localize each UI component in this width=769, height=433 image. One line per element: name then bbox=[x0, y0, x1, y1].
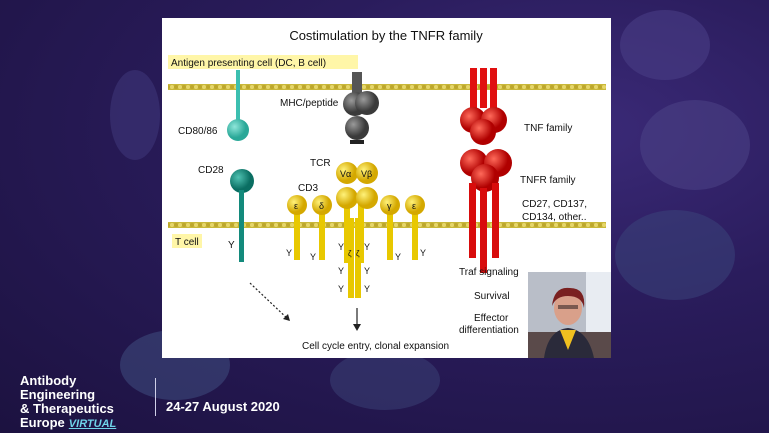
tyrosine-epsilon-right: Y bbox=[420, 248, 426, 258]
dotted-arrow bbox=[249, 282, 291, 322]
cd28-label: CD28 bbox=[198, 165, 224, 176]
tyrosine-zeta-l3: Y bbox=[338, 284, 344, 294]
tnf-ligand bbox=[460, 68, 507, 145]
tnfr-receptor bbox=[460, 149, 512, 273]
zeta-left-label: ζ bbox=[348, 249, 352, 258]
delta-label: δ bbox=[319, 201, 324, 211]
cd3-delta bbox=[312, 195, 332, 260]
event-logo: Antibody Engineering & Therapeutics Euro… bbox=[20, 374, 150, 431]
survival-label: Survival bbox=[474, 291, 510, 302]
mhc-label: MHC/peptide bbox=[280, 98, 339, 109]
background-molecule bbox=[615, 210, 735, 300]
v-beta-label: Vβ bbox=[361, 169, 372, 179]
epsilon-right-label: ε bbox=[412, 201, 416, 211]
event-name-line2: & Therapeutics bbox=[20, 401, 114, 416]
tcr-chains bbox=[336, 162, 378, 298]
cd3-epsilon-left bbox=[287, 195, 307, 260]
tnfr-members-line2: CD134, other.. bbox=[522, 212, 586, 223]
tnfr-members-line1: CD27, CD137, bbox=[522, 199, 587, 210]
cd3-epsilon-right bbox=[405, 195, 425, 260]
slide-title: Costimulation by the TNFR family bbox=[289, 28, 483, 43]
apc-label-bg bbox=[168, 55, 358, 69]
cd28-molecule bbox=[230, 169, 254, 262]
tyrosine-zeta-r2: Y bbox=[364, 266, 370, 276]
event-name-line1: Antibody Engineering bbox=[20, 373, 96, 402]
event-name-line3: Europe bbox=[20, 415, 65, 430]
down-arrow-head bbox=[353, 324, 361, 331]
brand-divider bbox=[155, 378, 156, 416]
tyrosine-zeta-r3: Y bbox=[364, 284, 370, 294]
presentation-slide: Costimulation by the TNFR family Antigen… bbox=[162, 18, 611, 358]
apc-label: Antigen presenting cell (DC, B cell) bbox=[171, 58, 326, 69]
tyrosine-zeta-r1: Y bbox=[364, 242, 370, 252]
cd3-label: CD3 bbox=[298, 183, 318, 194]
tyrosine-epsilon-left: Y bbox=[286, 248, 292, 258]
virtual-badge: VIRTUAL bbox=[68, 418, 117, 430]
gamma-label: γ bbox=[387, 201, 392, 211]
cd28-tyrosine: Y bbox=[228, 240, 235, 251]
background-molecule bbox=[640, 100, 750, 190]
background-molecule bbox=[620, 10, 710, 80]
background-molecule bbox=[330, 350, 440, 410]
presenter-video bbox=[528, 272, 611, 358]
effector-label-line2: differentiation bbox=[459, 325, 519, 336]
tcell-label: T cell bbox=[175, 237, 199, 248]
costimulation-diagram: Costimulation by the TNFR family Antigen… bbox=[168, 28, 606, 352]
tyrosine-delta: Y bbox=[310, 252, 316, 262]
mhc-molecule bbox=[343, 72, 379, 144]
tnfr-label: TNFR family bbox=[520, 175, 576, 186]
cd80-molecule bbox=[227, 70, 249, 141]
effector-label-line1: Effector bbox=[474, 313, 509, 324]
background-molecule bbox=[110, 70, 160, 160]
event-dates: 24-27 August 2020 bbox=[166, 399, 280, 414]
cd3-gamma bbox=[380, 195, 400, 260]
tyrosine-gamma: Y bbox=[395, 252, 401, 262]
apc-membrane bbox=[168, 84, 606, 90]
epsilon-left-label: ε bbox=[294, 201, 298, 211]
tyrosine-zeta-l1: Y bbox=[338, 242, 344, 252]
v-alpha-label: Vα bbox=[340, 169, 351, 179]
outcome-label: Cell cycle entry, clonal expansion bbox=[302, 341, 449, 352]
cd80-label: CD80/86 bbox=[178, 126, 218, 137]
presenter-video-image bbox=[528, 272, 611, 358]
tcr-label: TCR bbox=[310, 158, 331, 169]
dotted-arrow-head bbox=[283, 314, 290, 321]
tcell-label-bg bbox=[172, 234, 202, 248]
traf-signaling-label: Traf signaling bbox=[459, 267, 519, 278]
tyrosine-zeta-l2: Y bbox=[338, 266, 344, 276]
zeta-right-label: ζ bbox=[356, 249, 360, 258]
tnf-label: TNF family bbox=[524, 123, 572, 134]
